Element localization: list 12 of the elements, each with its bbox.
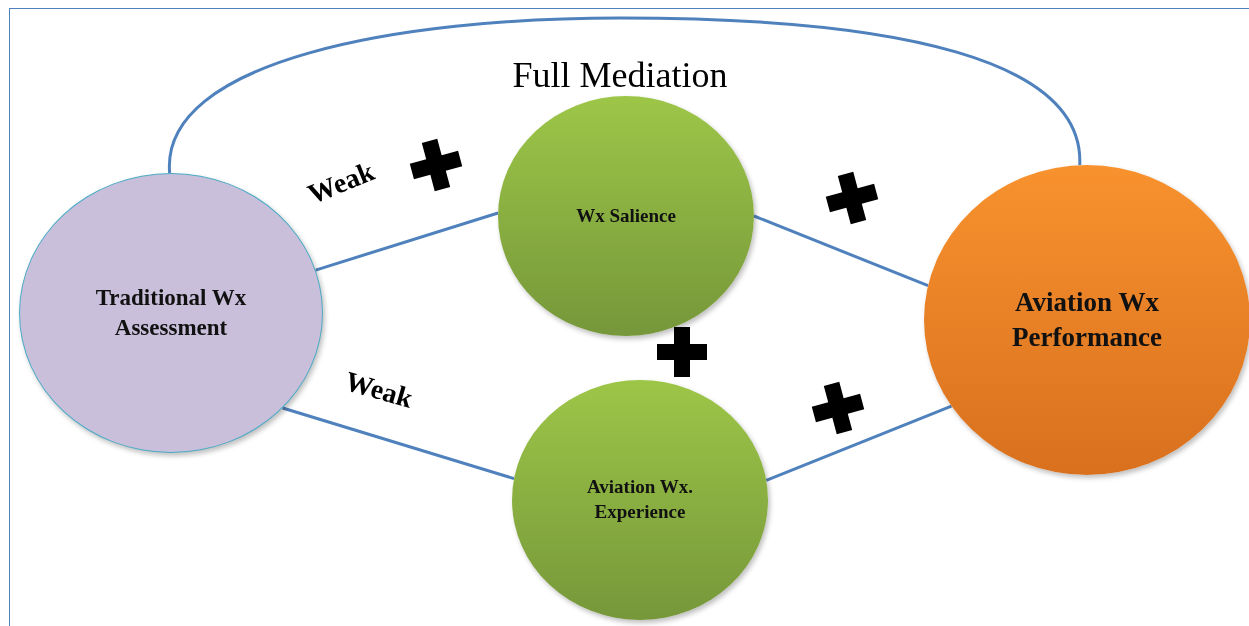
node-label: Aviation Wx Performance — [1011, 285, 1163, 354]
connector-line — [282, 406, 515, 481]
edge-label: Weak — [341, 365, 417, 415]
node-label: Aviation Wx. Experience — [586, 475, 694, 524]
node-label: Wx Salience — [575, 203, 677, 228]
connector-line — [753, 214, 929, 288]
edge-label: Weak — [303, 155, 379, 211]
connector-line — [765, 404, 952, 482]
connector-line — [168, 16, 1082, 174]
edge-label: Full Mediation — [512, 54, 728, 96]
node-label: Traditional Wx Assessment — [94, 284, 248, 342]
connector-line — [315, 211, 499, 272]
